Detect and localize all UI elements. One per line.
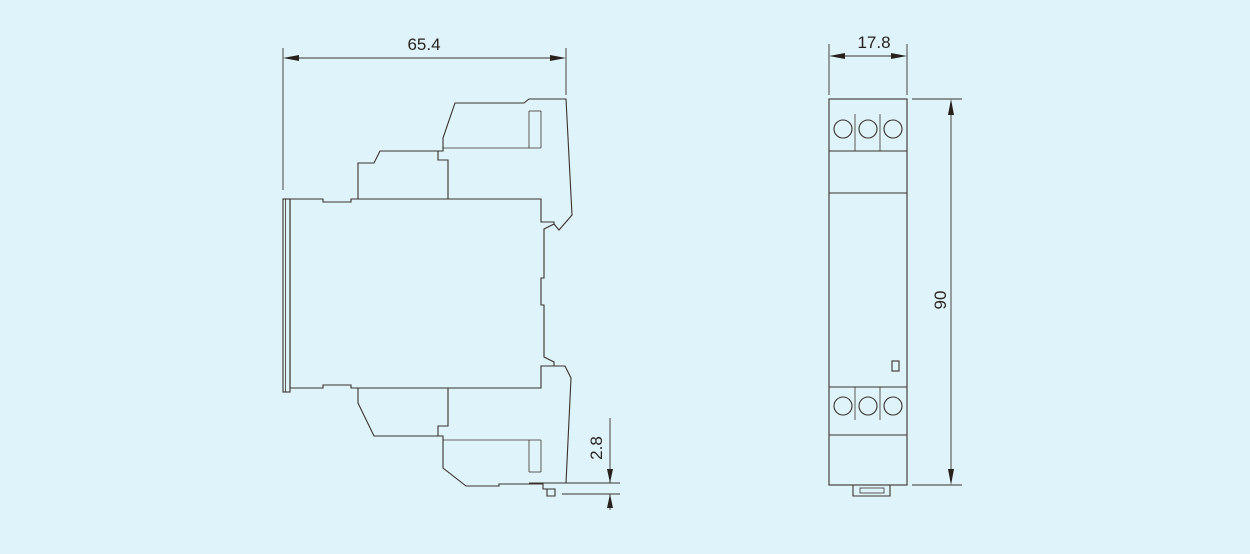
terminal-screw [858,396,878,416]
terminal-screw [833,396,853,416]
height-dimension: 90 [912,98,962,486]
terminal-screw [883,119,903,139]
front-view [828,98,908,497]
main-body [289,198,555,389]
width-dimension: 17.8 [828,33,908,95]
rail-offset-label: 2.8 [587,436,606,460]
terminal-screw [883,396,903,416]
depth-label: 65.4 [407,35,440,54]
width-label: 17.8 [857,33,890,52]
led-indicator [891,360,900,372]
front-housing [828,98,908,486]
front-plate [282,198,291,393]
din-clip [852,485,891,497]
rail-offset-dimension: 2.8 [562,418,620,510]
depth-dimension: 65.4 [282,35,567,190]
height-label: 90 [931,291,950,310]
upper-terminal-upper [438,98,573,231]
terminal-screw [858,119,878,139]
lower-terminal-upper [357,388,449,437]
upper-terminal-lower [357,150,449,199]
lower-terminal-lower [438,435,556,497]
side-view [282,98,573,497]
terminal-screw [833,119,853,139]
